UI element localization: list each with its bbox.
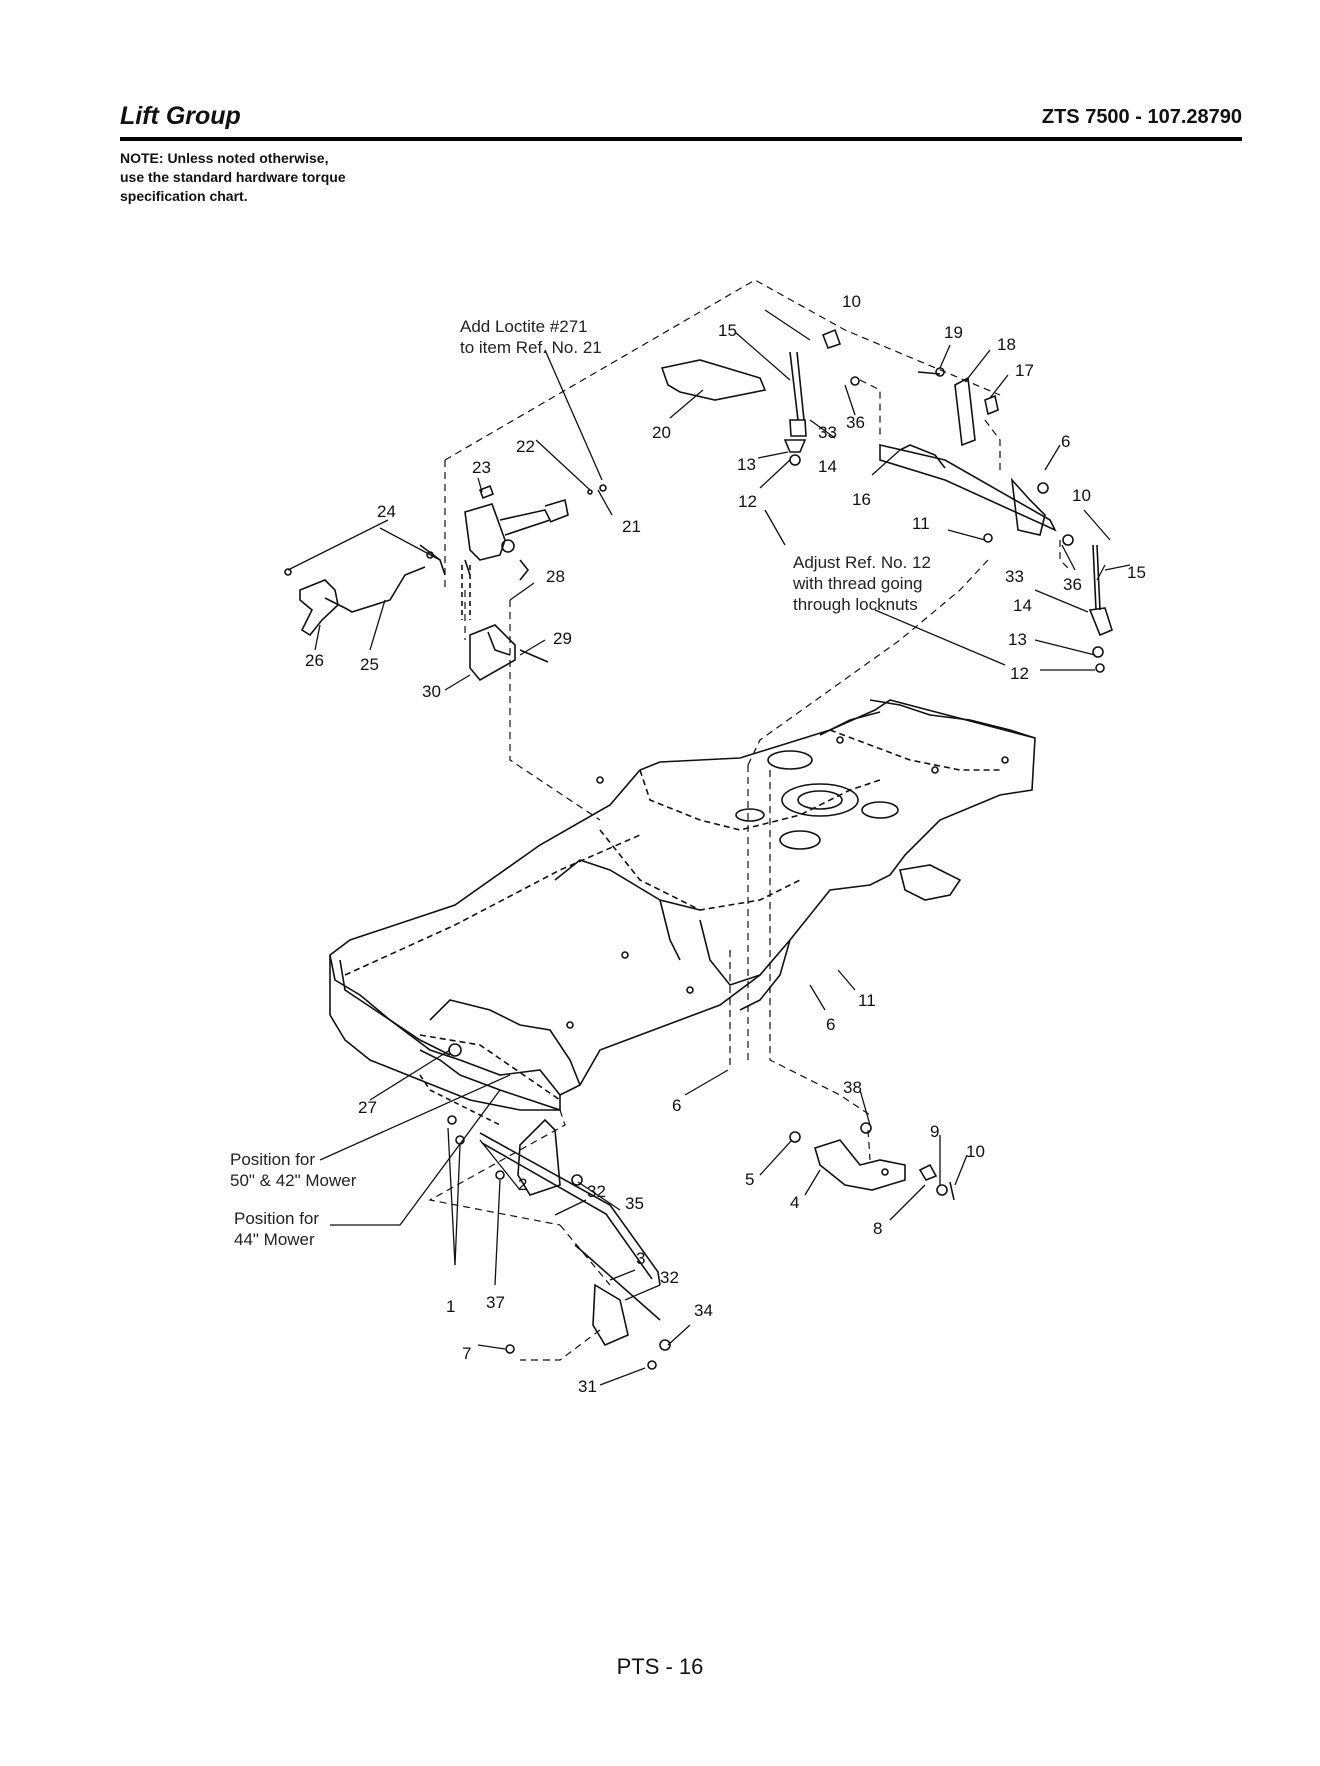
position-44-line-1: Position for [234, 1209, 319, 1228]
callout-label: 11 [858, 991, 876, 1010]
adjust-note-line-1: Adjust Ref. No. 12 [793, 553, 931, 572]
position-50-42-line-2: 50" & 42" Mower [230, 1171, 357, 1190]
note-line-1: NOTE: Unless noted otherwise, [120, 150, 329, 166]
callout-label: 8 [873, 1219, 882, 1238]
callout-label: 10 [966, 1142, 985, 1161]
lift-shaft-assembly [660, 328, 1113, 673]
actuator-assembly [461, 484, 607, 682]
callout-label: 5 [745, 1170, 754, 1189]
callout-label: 25 [360, 655, 379, 674]
callout-label: 30 [422, 682, 441, 701]
callout-label: 32 [587, 1182, 606, 1201]
adjust-note-line-3: through locknuts [793, 595, 918, 614]
callout-label: 6 [1061, 432, 1070, 451]
callout-label: 17 [1015, 361, 1034, 380]
callout-label: 23 [472, 458, 491, 477]
callout-label: 21 [622, 517, 641, 536]
section-title: Lift Group [120, 102, 241, 130]
callout-label: 9 [930, 1122, 939, 1141]
callout-label: 22 [516, 437, 535, 456]
callout-leader-lines [287, 309, 1131, 1386]
callout-label: 36 [1063, 575, 1082, 594]
callout-label: 37 [486, 1293, 505, 1312]
callout-label: 13 [737, 455, 756, 474]
callout-label: 26 [305, 651, 324, 670]
callout-label: 33 [818, 423, 837, 442]
note-line-3: specification chart. [120, 188, 248, 204]
page-header: Lift Group ZTS 7500 - 107.28790 [120, 102, 1242, 142]
callout-label: 35 [625, 1194, 644, 1213]
callout-label: 29 [553, 629, 572, 648]
assembly-guide-lines [428, 279, 1071, 1361]
note-line-2: use the standard hardware torque [120, 169, 346, 185]
callout-label: 24 [377, 502, 396, 521]
callout-label: 14 [818, 457, 837, 476]
callout-label: 16 [852, 490, 871, 509]
position-50-42-line-1: Position for [230, 1150, 315, 1169]
callout-label: 1 [446, 1297, 455, 1316]
model-number: ZTS 7500 - 107.28790 [1041, 106, 1242, 128]
callout-label: 10 [842, 292, 861, 311]
callout-label: 10 [1072, 486, 1091, 505]
callout-label: 7 [462, 1344, 471, 1363]
callout-label: 6 [826, 1015, 835, 1034]
callout-label: 19 [944, 323, 963, 342]
position-44-line-2: 44" Mower [234, 1230, 315, 1249]
callout-label: 18 [997, 335, 1016, 354]
loctite-note-line-2: to item Ref. No. 21 [460, 338, 602, 357]
callout-label: 3 [636, 1249, 645, 1268]
callout-label: 34 [694, 1301, 713, 1320]
callout-label: 14 [1013, 596, 1032, 615]
callout-label: 31 [578, 1377, 597, 1396]
left-linkage [284, 544, 446, 637]
callout-label: 28 [546, 567, 565, 586]
callout-label: 27 [358, 1098, 377, 1117]
lift-lever-assembly [447, 1115, 671, 1370]
callout-label: 32 [660, 1268, 679, 1287]
callout-label: 6 [672, 1096, 681, 1115]
callout-label: 38 [843, 1078, 862, 1097]
callout-numbers: 10 15 19 18 17 20 33 36 13 14 12 16 6 10… [305, 292, 1146, 1396]
page-number: PTS - 16 [616, 1654, 704, 1679]
deck-lift-bracket [789, 1122, 955, 1201]
header-rule [120, 137, 1242, 141]
callout-label: 12 [738, 492, 757, 511]
callout-label: 36 [846, 413, 865, 432]
callout-label: 11 [912, 514, 930, 533]
loctite-note-line-1: Add Loctite #271 [460, 317, 588, 336]
callout-label: 4 [790, 1193, 799, 1212]
callout-label: 33 [1005, 567, 1024, 586]
callout-label: 20 [652, 423, 671, 442]
torque-note: NOTE: Unless noted otherwise, use the st… [120, 149, 440, 206]
callout-label: 12 [1010, 664, 1029, 683]
callout-label: 2 [518, 1175, 527, 1194]
callout-label: 13 [1008, 630, 1027, 649]
callout-label: 15 [1127, 563, 1146, 582]
callout-label: 15 [718, 321, 737, 340]
chassis-frame [329, 699, 1036, 1126]
diagram-annotations: Add Loctite #271 to item Ref. No. 21 Adj… [230, 317, 931, 1249]
adjust-note-line-2: with thread going [792, 574, 922, 593]
